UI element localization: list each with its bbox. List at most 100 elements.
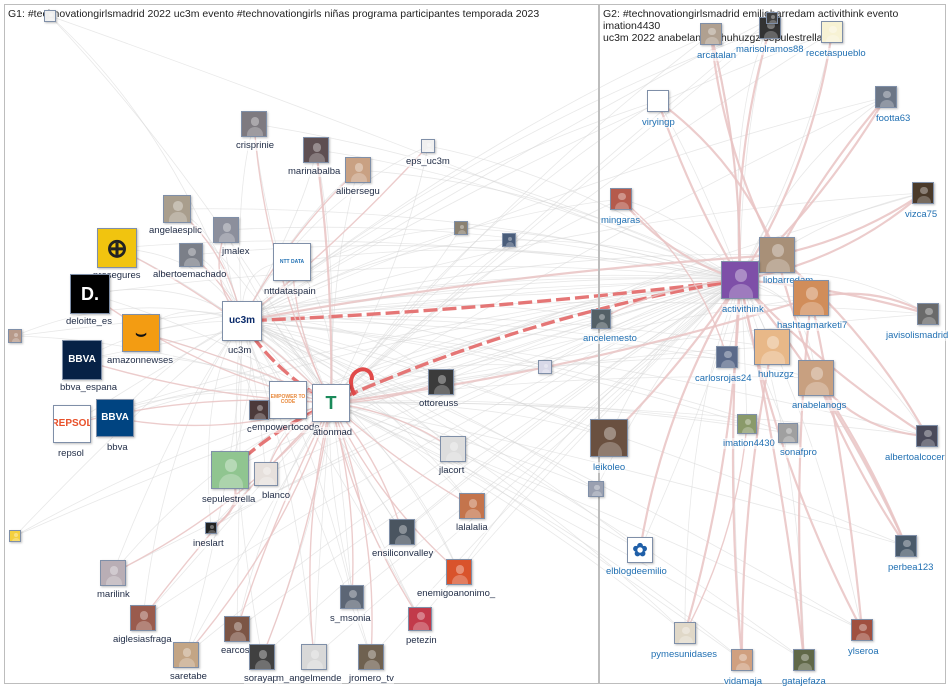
globe-icon: ⊕: [106, 232, 128, 263]
avatar-body: [259, 476, 275, 485]
avatar-head: [903, 539, 911, 548]
avatar-head: [767, 21, 775, 30]
node-label: angelaesplic: [149, 225, 202, 236]
node-label: imation4430: [723, 438, 775, 449]
profile-photo-icon: [610, 188, 632, 210]
profile-photo-icon: [778, 423, 798, 443]
profile-photo-icon: [254, 462, 278, 486]
avatar-body: [12, 537, 20, 541]
edge-emiliobarredam-to-viryingp: [657, 100, 779, 256]
avatar-body: [541, 369, 551, 373]
avatar-body: [678, 635, 694, 643]
background-edge: [241, 320, 460, 573]
background-edge: [330, 402, 610, 439]
avatar-body: [246, 127, 264, 136]
node-label: marinabalba: [288, 166, 341, 177]
avatar-body: [451, 575, 469, 584]
avatar-body: [761, 350, 785, 364]
profile-photo-icon: [408, 607, 432, 631]
avatar-head: [224, 458, 238, 472]
edge-hashtagmarketi7-to-technovationmad: [329, 296, 812, 408]
edge-activithink-to-javisolismadrid: [739, 278, 930, 317]
node-label: leikoleo: [593, 462, 626, 473]
avatar-head: [256, 404, 264, 412]
profile-photo-icon: [249, 400, 269, 420]
avatar-head: [348, 590, 358, 599]
avatar-head: [920, 186, 928, 195]
avatar-body: [921, 316, 937, 324]
background-edge: [14, 320, 243, 537]
profile-photo-icon: [421, 139, 435, 153]
profile-photo-icon: [793, 649, 815, 671]
edge-activithink-to-gatajefaza: [738, 279, 809, 662]
avatar-body: [782, 435, 796, 442]
edge-eps_uc3m-to-uc3m: [241, 145, 429, 322]
background-edge: [241, 227, 462, 322]
profile-photo-icon: [130, 605, 156, 631]
group-frame-g2: G2: #technovationgirlsmadrid emiliobarre…: [599, 4, 946, 684]
profile-photo-icon: [821, 21, 843, 43]
profile-photo-icon: [303, 137, 329, 163]
avatar-head: [182, 647, 192, 657]
avatar-head: [262, 467, 272, 476]
background-edge: [241, 320, 748, 425]
avatar-body: [597, 442, 623, 456]
node-label: ancelemesto: [583, 333, 637, 344]
logo-text: T: [325, 393, 337, 413]
edge-activithink-to-uc3m: [240, 278, 741, 329]
node-label: eps_uc3m: [406, 156, 450, 167]
profile-photo-icon: [459, 493, 485, 519]
profile-photo-icon: [205, 522, 217, 534]
avatar-head: [13, 332, 19, 338]
avatar-body: [424, 148, 434, 152]
edge-marinabalba-to-technovationmad: [314, 149, 337, 405]
profile-photo-icon: [917, 303, 939, 325]
node-label: mingaras: [601, 215, 641, 226]
avatar-body: [899, 548, 915, 556]
background-edge: [210, 279, 741, 529]
profile-photo-icon: [173, 642, 199, 668]
avatar-body: [769, 19, 777, 23]
profile-photo-icon: [766, 12, 778, 24]
background-edge: [241, 320, 421, 620]
avatar-head: [173, 201, 183, 211]
node-label: marisolramos88: [736, 44, 804, 55]
profile-photo-icon: [502, 233, 516, 247]
node-label: recetaspueblo: [806, 48, 866, 59]
avatar-head: [312, 142, 322, 152]
profile-photo-icon: [895, 535, 917, 557]
node-label: saretabe: [170, 671, 207, 682]
profile-photo-icon: [793, 280, 829, 316]
avatar-body: [728, 284, 754, 298]
avatar-head: [598, 313, 606, 321]
profile-photo-icon: [213, 217, 239, 243]
background-edge: [739, 96, 887, 281]
profile-photo-icon: [591, 309, 611, 329]
avatar-body: [308, 153, 326, 162]
node-label: albertoalcocer: [885, 452, 945, 463]
node-label: enemigoanonimo_: [417, 588, 496, 599]
background-edge: [241, 320, 315, 658]
avatar-body: [766, 258, 790, 272]
node-label: hashtagmarketi7: [777, 320, 848, 331]
avatar-body: [306, 660, 324, 669]
profile-photo-icon: [179, 243, 203, 267]
edge-activithink-to-technovationmad: [329, 278, 741, 405]
avatar-body: [800, 301, 824, 315]
profile-photo-icon: [345, 157, 371, 183]
logo-text: ⌣: [135, 323, 147, 343]
profile-photo-icon: [211, 451, 249, 489]
avatar-head: [785, 427, 793, 435]
background-edge: [265, 279, 741, 475]
avatar-body: [457, 230, 467, 234]
node-label: bbva_espana: [60, 382, 118, 393]
avatar-body: [47, 17, 55, 21]
avatar-head: [770, 15, 776, 20]
background-edge: [241, 320, 817, 379]
logo-text: REPSOL: [53, 418, 91, 429]
background-edge: [330, 400, 748, 425]
node-label: viryingp: [642, 117, 675, 128]
avatar-head: [398, 524, 408, 534]
avatar-body: [797, 662, 813, 670]
